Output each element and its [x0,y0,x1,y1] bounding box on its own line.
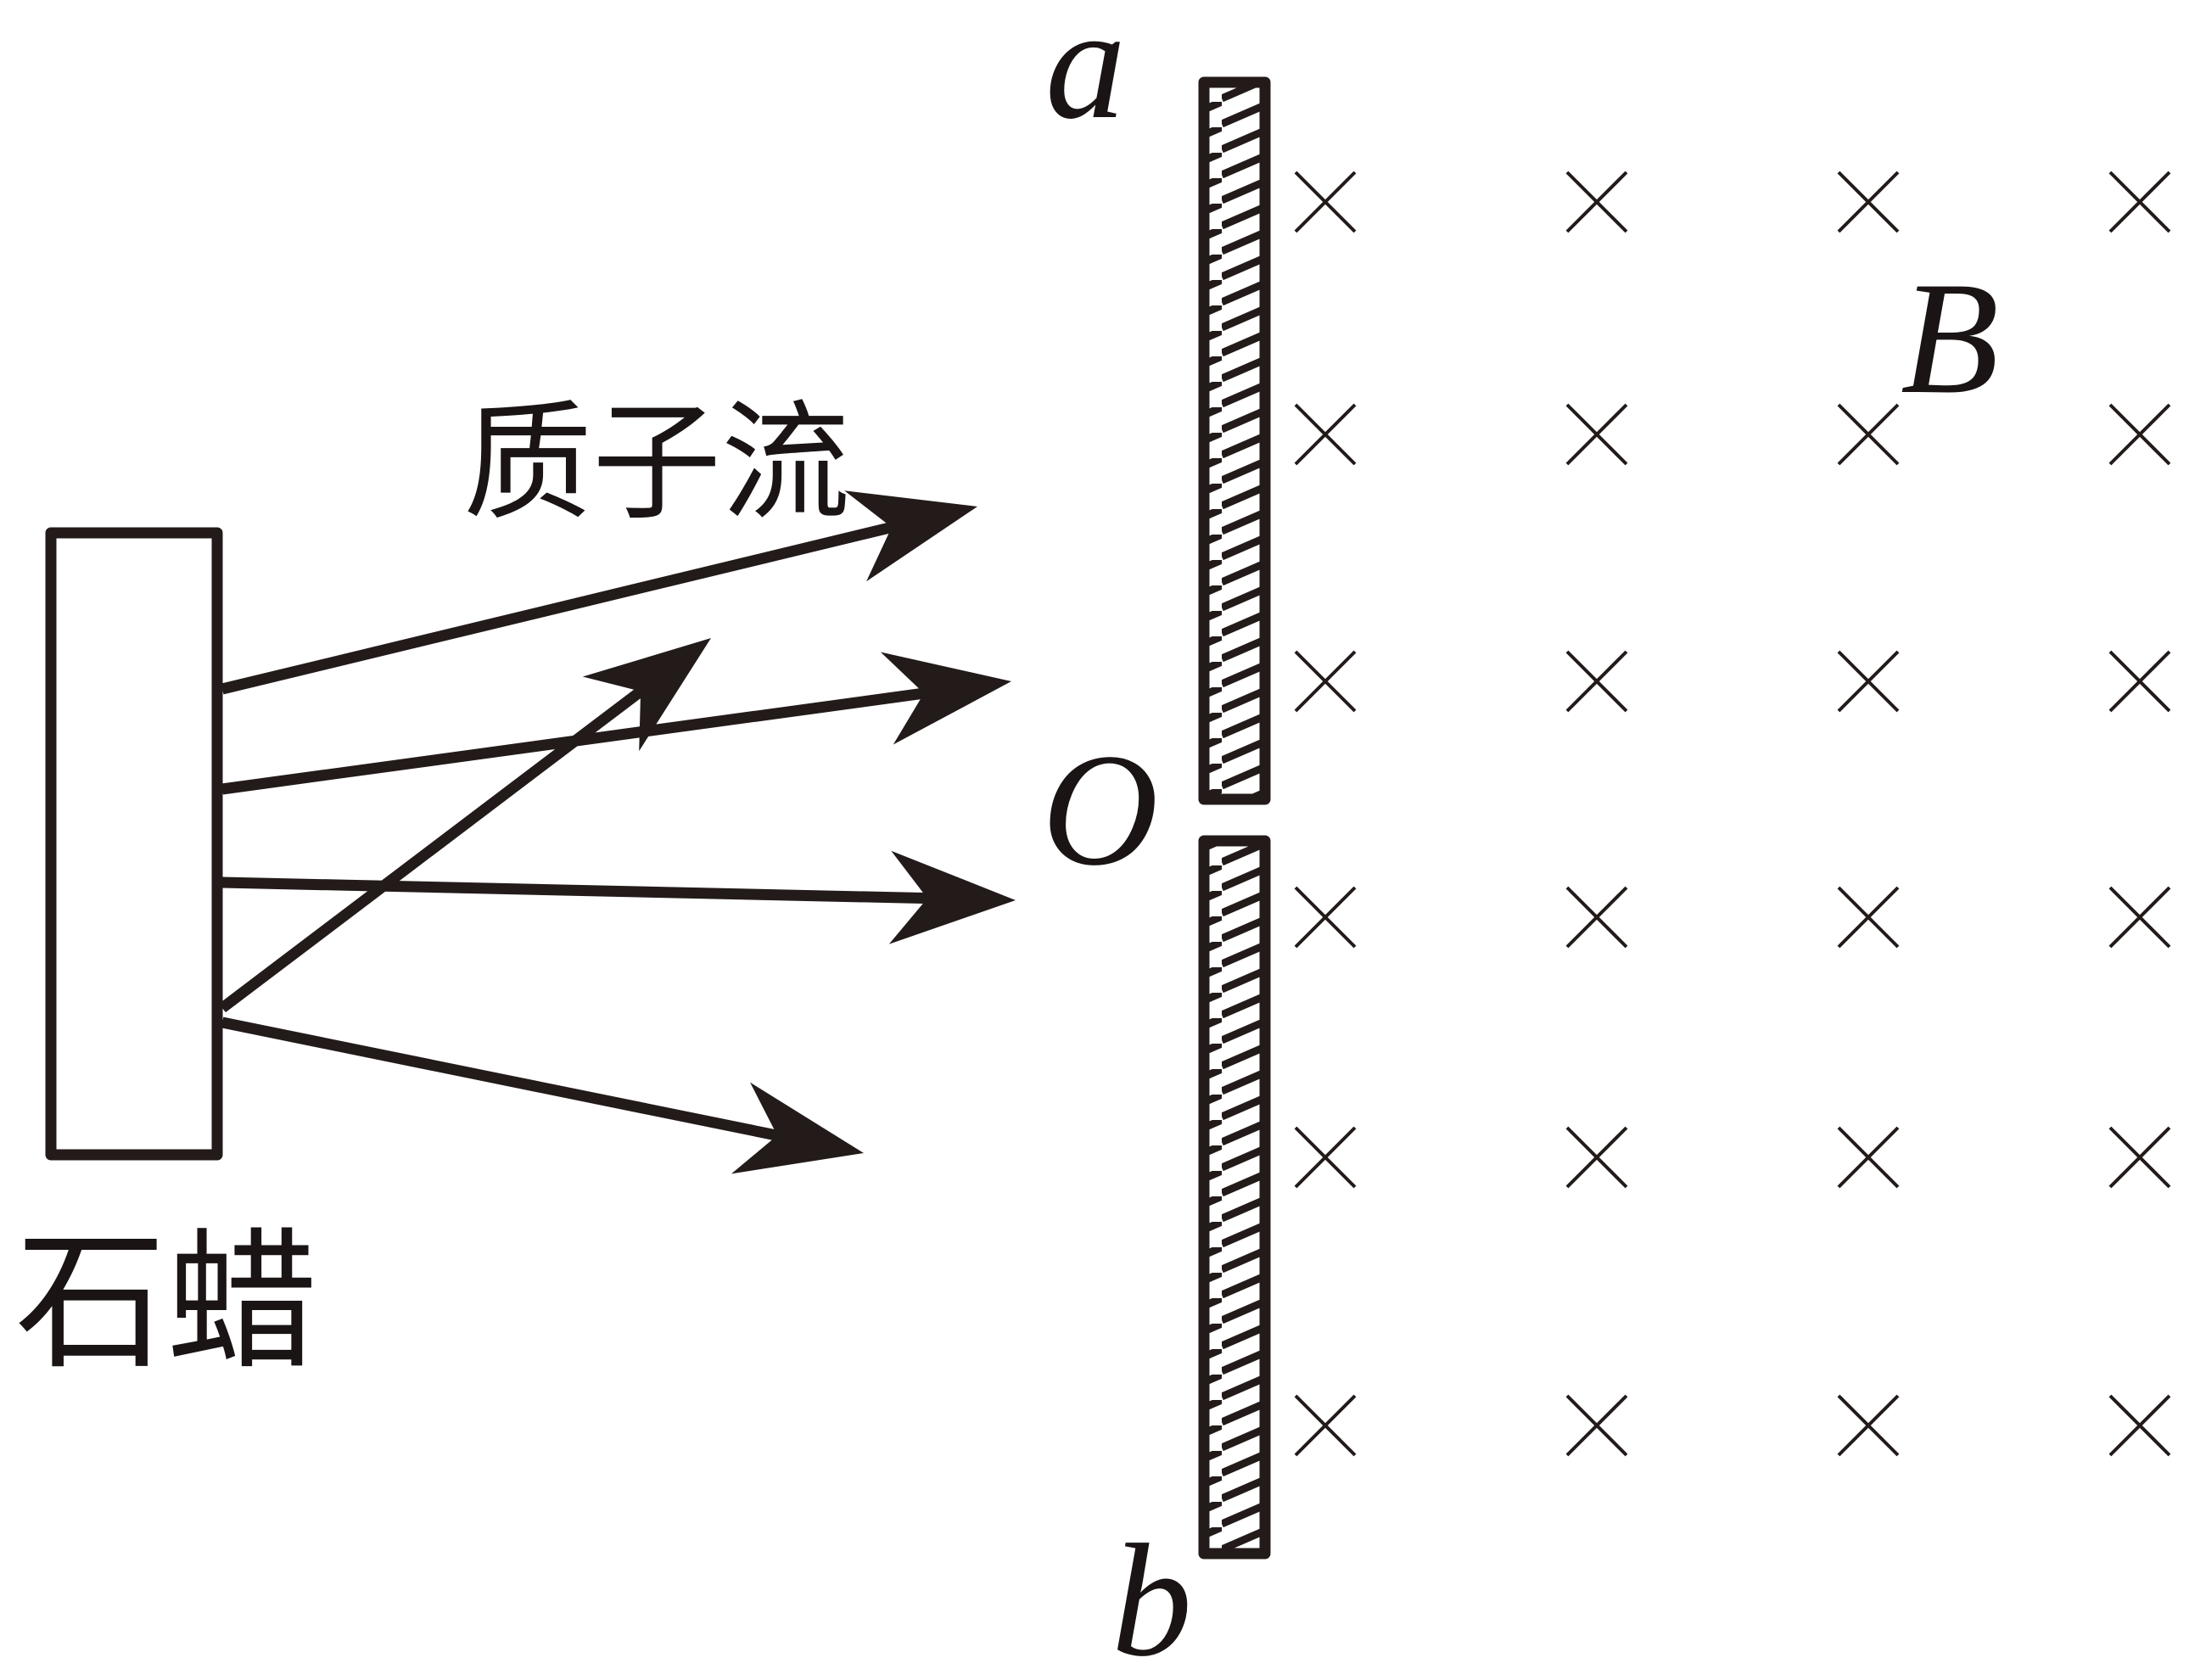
field-cross-11 [1837,650,1900,713]
field-cross-6 [1565,403,1628,466]
screen-plate-lower [1198,835,1271,1560]
point-O-label: O [1042,721,1158,899]
field-cross-10 [1565,650,1628,713]
point-b-label: b [1111,1512,1192,1680]
field-cross-7 [1837,403,1900,466]
field-cross-15 [1837,886,1900,949]
field-cross-24 [2108,1394,2171,1457]
field-cross-2 [1565,171,1628,233]
field-cross-5 [1294,403,1357,466]
proton-arrow-shaft-3 [221,876,928,904]
field-cross-18 [1565,1126,1628,1189]
proton-arrow-head-1 [844,490,977,582]
field-cross-22 [1565,1394,1628,1457]
proton-arrow-shaft-1 [221,522,893,695]
field-cross-23 [1837,1394,1900,1457]
proton-arrow-head-5 [731,1082,864,1174]
field-cross-12 [2108,650,2171,713]
field-cross-20 [2108,1126,2171,1189]
proton-stream-label: 质子流 [463,388,850,538]
field-cross-19 [1837,1126,1900,1189]
proton-arrow-head-3 [888,850,1016,944]
proton-arrow-shaft-4 [219,686,645,1013]
proton-arrow-head-2 [880,652,1011,745]
paraffin-block [45,527,223,1161]
point-a-label: a [1045,0,1126,153]
field-cross-16 [2108,886,2171,949]
field-cross-9 [1294,650,1357,713]
screen-plate-upper [1198,76,1271,805]
field-cross-14 [1565,886,1628,949]
field-cross-17 [1294,1126,1357,1189]
proton-arrow-head-4 [582,638,711,752]
proton-arrows [219,490,1016,1174]
field-cross-13 [1294,886,1357,949]
paraffin-label: 石蜡 [15,1214,317,1390]
field-cross-8 [2108,403,2171,466]
proton-arrow-shaft-5 [221,1016,779,1141]
magnetic-field-markers [1294,171,2171,1457]
field-B-label: B [1901,249,1999,428]
field-cross-21 [1294,1394,1357,1457]
field-cross-4 [2108,171,2171,233]
field-cross-3 [1837,171,1900,233]
field-cross-1 [1294,171,1357,233]
